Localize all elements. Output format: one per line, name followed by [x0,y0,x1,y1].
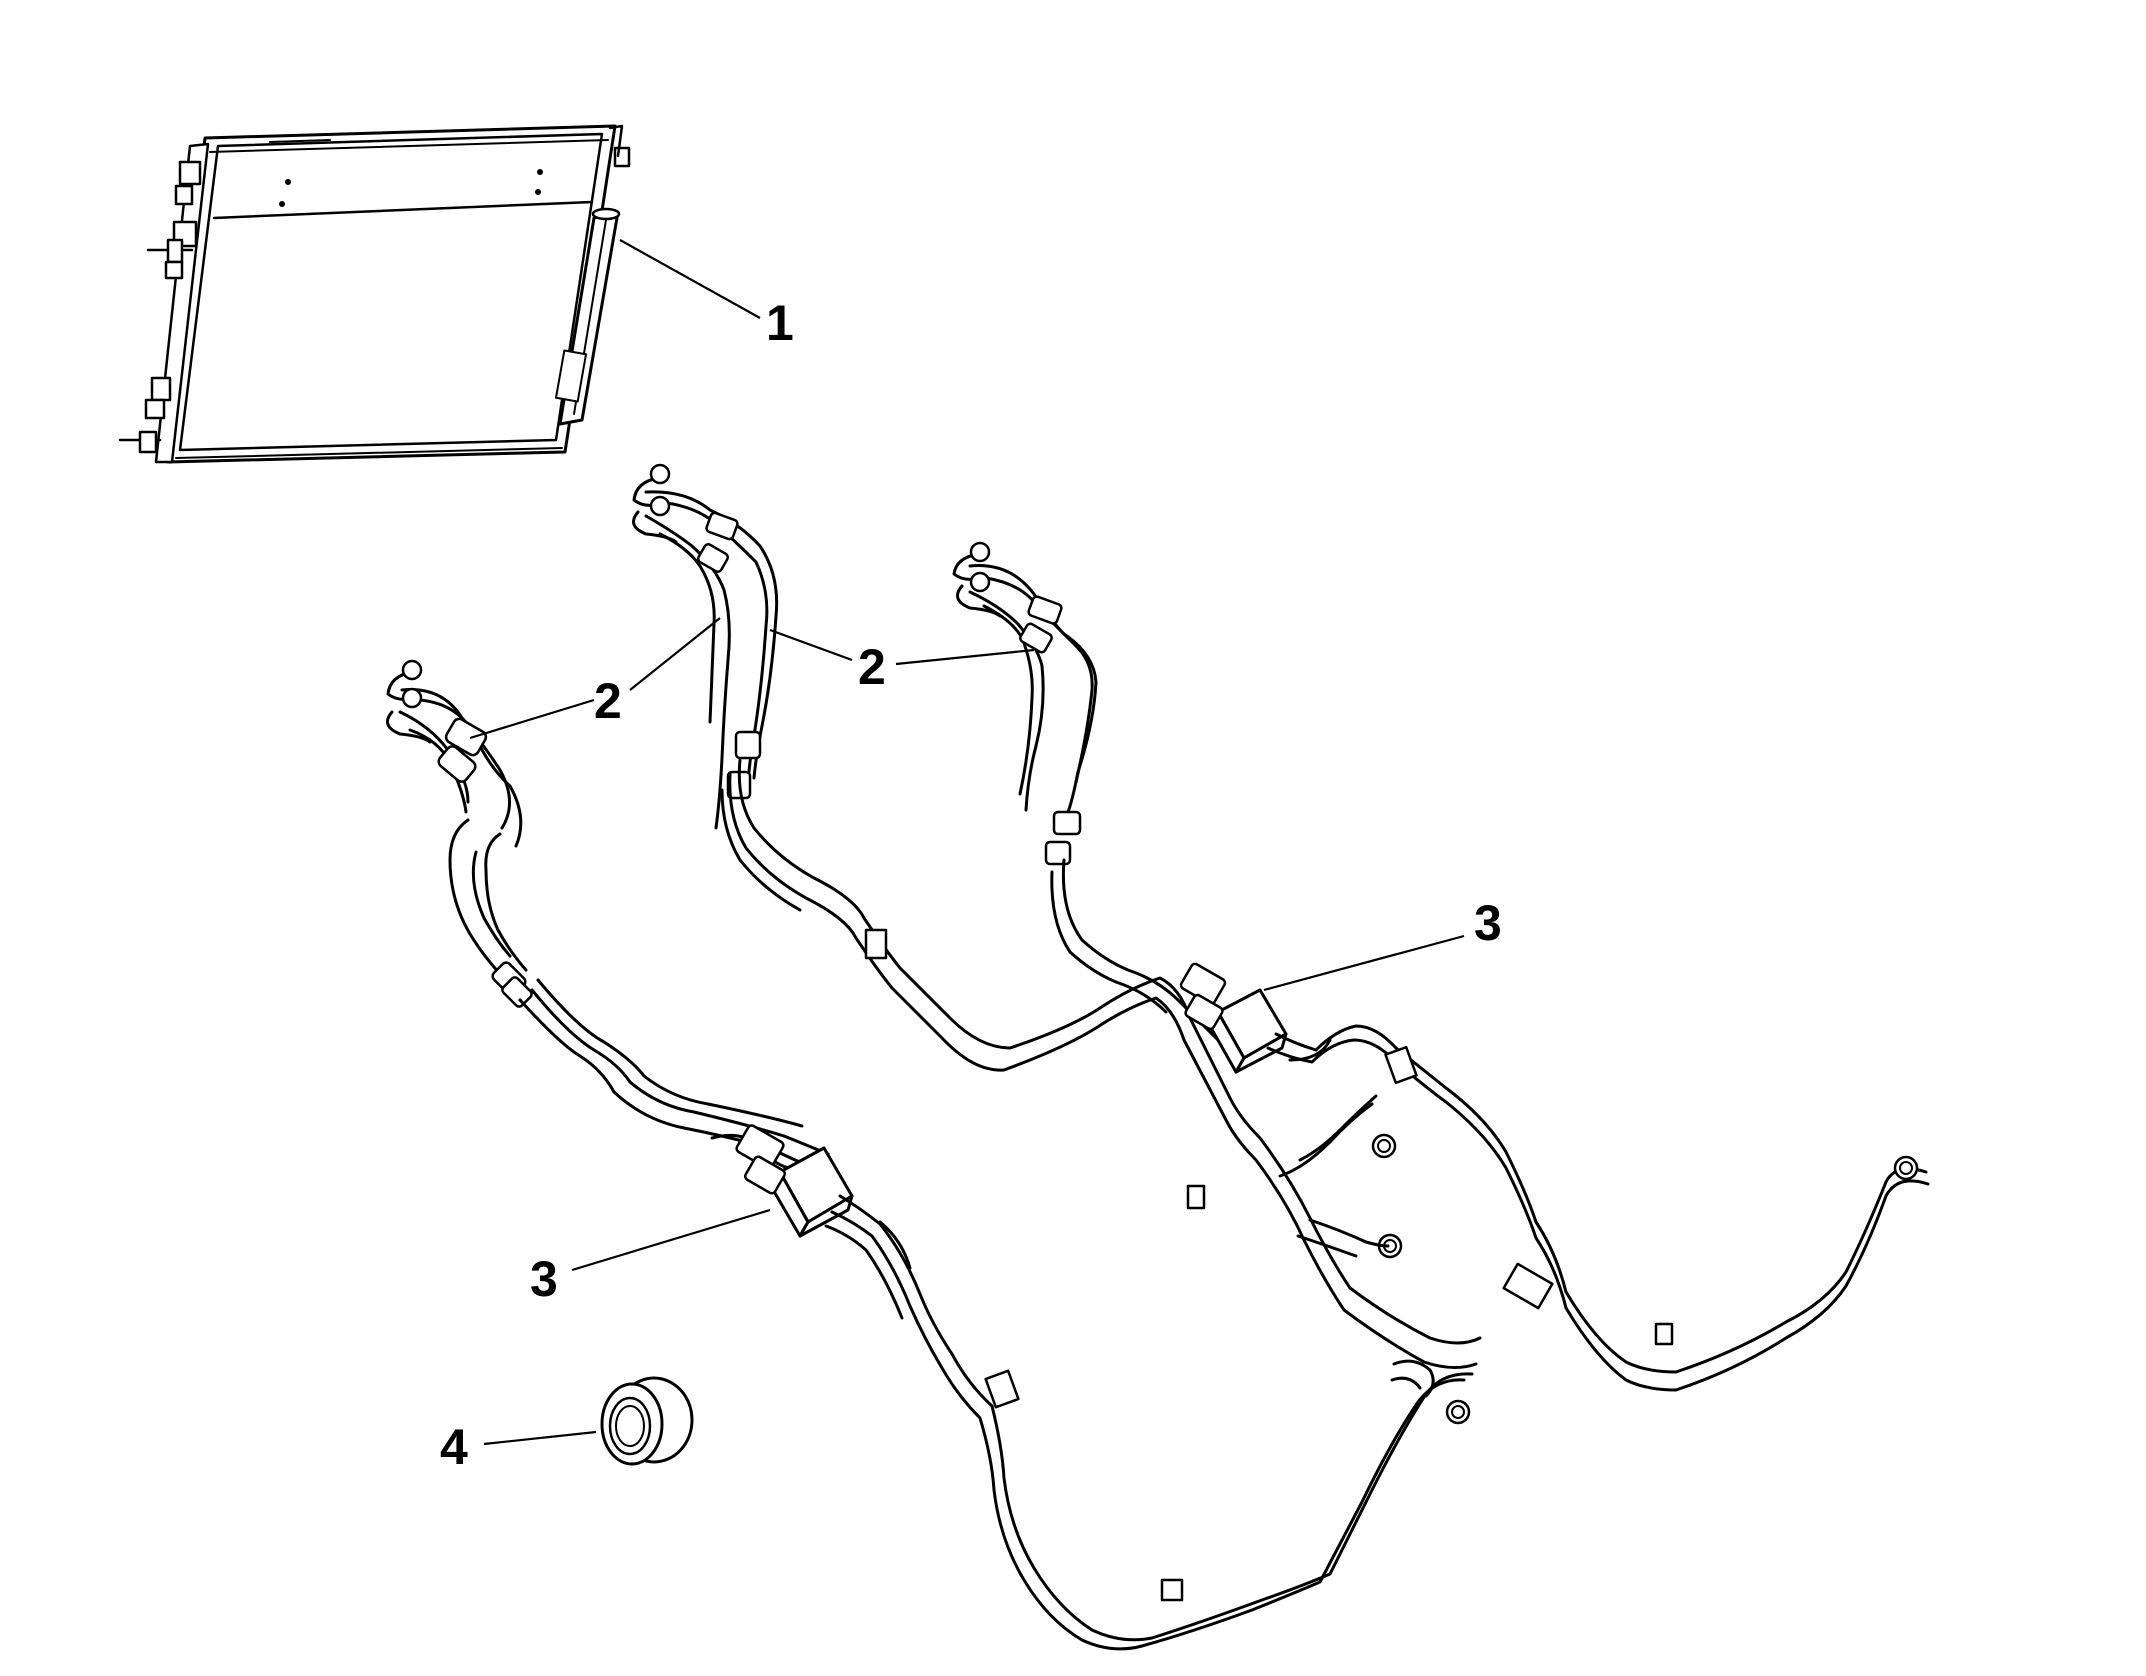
callout-3-left: 3 [530,1251,558,1307]
hose-assembly-center [632,463,1482,1369]
callout-2-left: 2 [594,673,622,729]
leader-lines [469,239,1465,1446]
callout-1: 1 [766,295,794,351]
receiver-drier-plug [600,1376,694,1466]
hose-assembly-left [386,659,1474,1651]
condenser [118,124,631,464]
expansion-valve-block-right [1179,962,1288,1074]
expansion-valve-block-left [735,1124,854,1238]
callout-4: 4 [440,1419,468,1475]
hose-assembly-right [952,541,1930,1392]
callout-2-right: 2 [858,639,886,695]
callout-3-right: 3 [1474,895,1502,951]
